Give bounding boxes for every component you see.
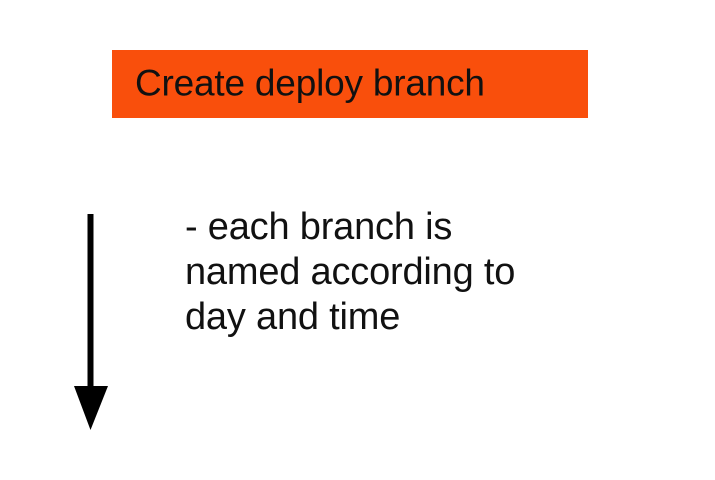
body-text-block: - each branch is named according to day …	[185, 205, 605, 340]
title-banner: Create deploy branch	[112, 50, 588, 118]
body-line-2: named according to	[185, 251, 516, 293]
down-arrow-svg	[74, 214, 108, 430]
body-line-3: day and time	[185, 296, 401, 338]
body-line-1: - each branch is	[185, 206, 453, 248]
page-title: Create deploy branch	[135, 62, 485, 104]
down-arrow-icon	[68, 214, 114, 436]
